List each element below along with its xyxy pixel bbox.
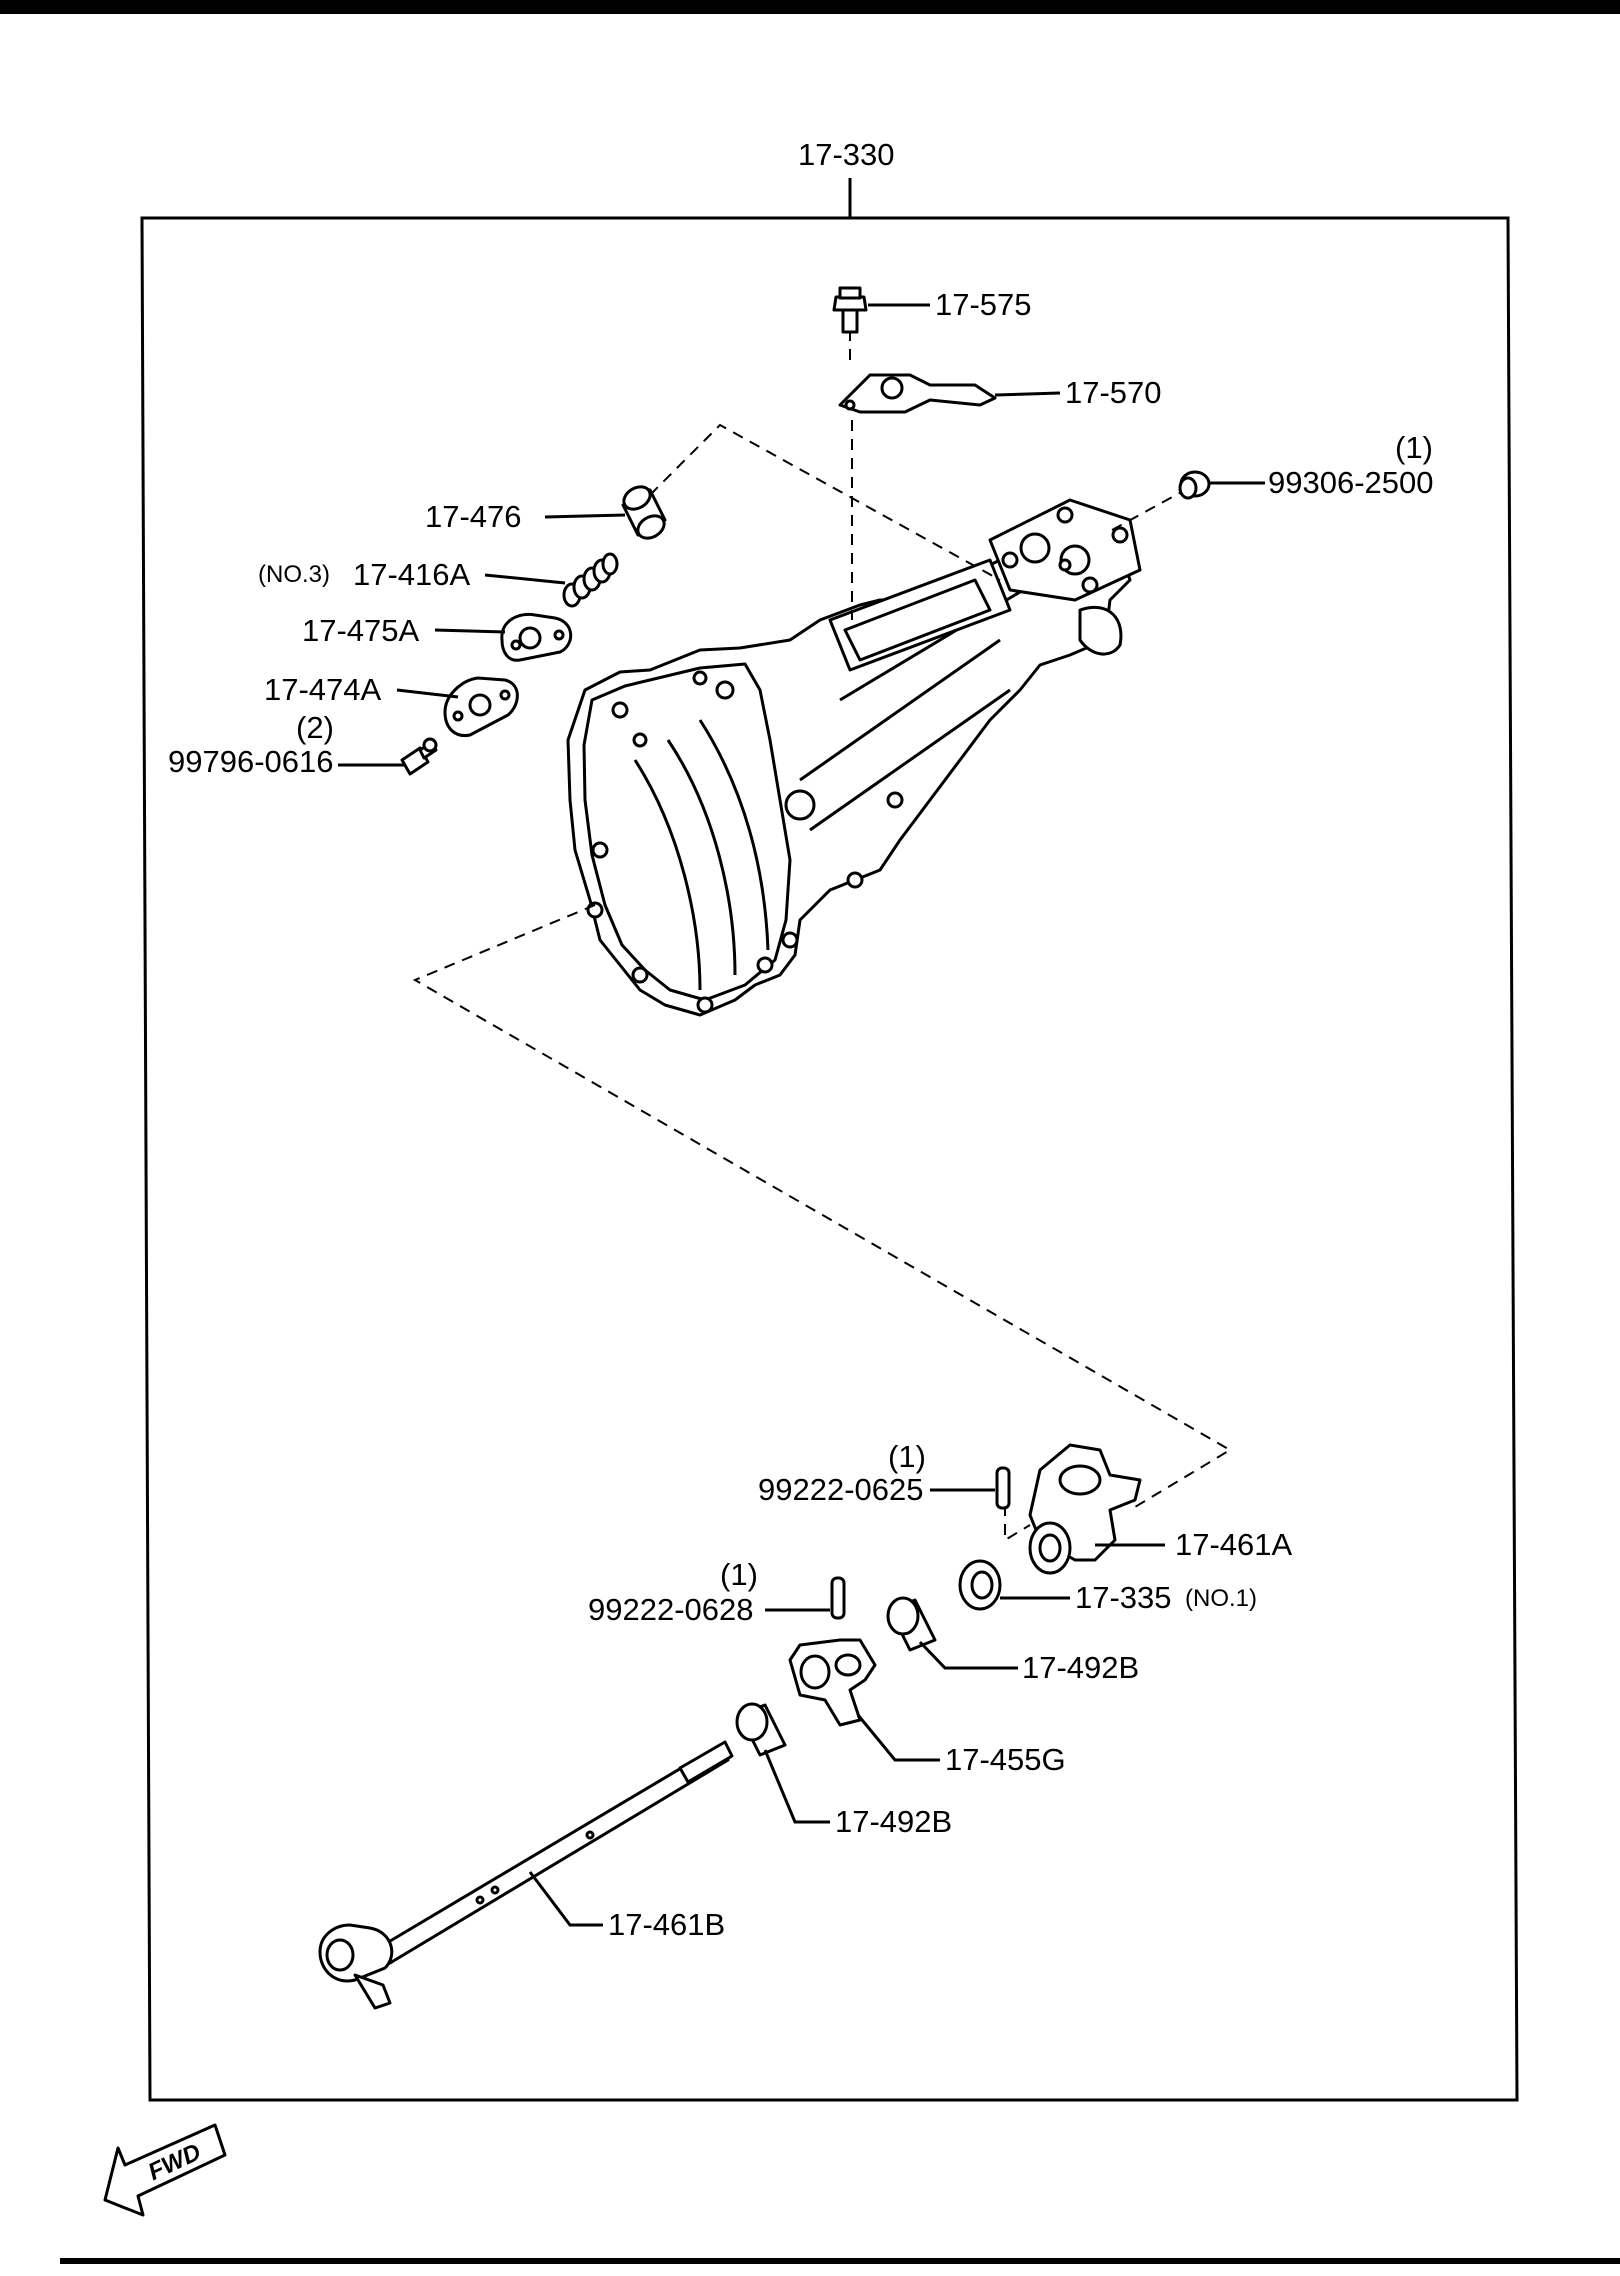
- pin-99222-0625: [995, 1466, 1011, 1510]
- dashed-leader-right: [1111, 489, 1186, 531]
- transmission-case: [566, 498, 1142, 1017]
- label-99222-0628: 99222-0628: [588, 1592, 754, 1627]
- label-17-455g: 17-455G: [945, 1742, 1066, 1777]
- qty-99306-2500: (1): [1395, 430, 1433, 465]
- top-rule: [0, 0, 1620, 14]
- label-17-476: 17-476: [425, 499, 522, 534]
- label-99796-0616: 99796-0616: [168, 744, 334, 779]
- cover-17-474a: [443, 676, 519, 738]
- note-17-335: (NO.1): [1185, 1585, 1257, 1612]
- yoke-17-461a: [1028, 1443, 1142, 1575]
- lever-17-455g: [788, 1638, 877, 1727]
- qty-99222-0628: (1): [720, 1557, 758, 1592]
- bushing-17-492b-lower: [735, 1702, 787, 1757]
- label-17-492b-upper: 17-492B: [1022, 1650, 1139, 1685]
- bottom-rule: [60, 2258, 1620, 2264]
- qty-99796-0616: (2): [296, 710, 334, 745]
- pin-99222-0628: [830, 1576, 846, 1620]
- spring-17-416a: [562, 552, 619, 608]
- label-17-335: 17-335: [1075, 1580, 1172, 1615]
- bolt-17-575: [832, 286, 868, 334]
- bolt-99796-0616: [400, 737, 438, 776]
- fwd-arrow-icon: FWD: [103, 2123, 227, 2217]
- dashed-leader-pin: [1004, 1505, 1031, 1542]
- label-17-474a: 17-474A: [264, 672, 382, 707]
- shift-rod-17-461b: [318, 1740, 734, 2010]
- note-17-416a: (NO.3): [258, 561, 330, 588]
- dashed-leader-left: [649, 423, 1001, 581]
- label-17-461a: 17-461A: [1175, 1527, 1293, 1562]
- label-17-475a: 17-475A: [302, 613, 420, 648]
- label-17-416a: 17-416A: [353, 557, 471, 592]
- gasket-17-475a: [500, 612, 573, 662]
- label-99222-0625: 99222-0625: [758, 1472, 924, 1507]
- label-99306-2500: 99306-2500: [1268, 465, 1434, 500]
- bracket-17-570: [838, 373, 997, 414]
- label-17-570: 17-570: [1065, 375, 1162, 410]
- label-17-492b-lower: 17-492B: [835, 1804, 952, 1839]
- dashed-leader-top: [849, 330, 853, 620]
- assembly-label: 17-330: [798, 137, 895, 172]
- dashed-leader-bottom: [412, 904, 1232, 1511]
- assembly-frame: [140, 216, 1519, 2102]
- bushing-17-492b-upper: [886, 1596, 937, 1652]
- plug-99306-2500: [1178, 470, 1211, 500]
- label-17-461b: 17-461B: [608, 1907, 725, 1942]
- plunger-17-476: [621, 485, 667, 540]
- qty-99222-0625: (1): [888, 1439, 926, 1474]
- label-17-575: 17-575: [935, 287, 1032, 322]
- bushing-17-335: [958, 1559, 1002, 1611]
